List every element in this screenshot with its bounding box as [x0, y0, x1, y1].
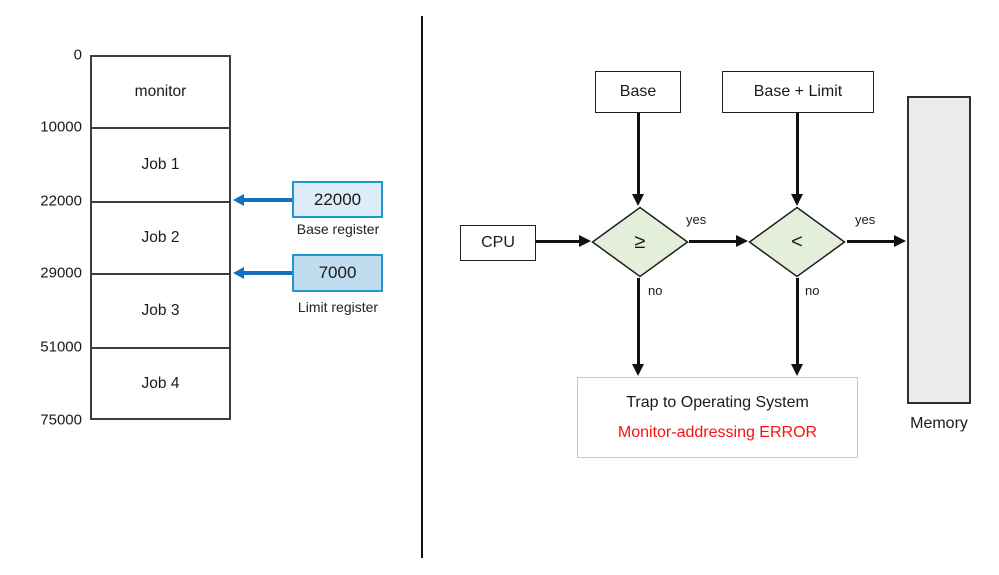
arrow-lt-to-memory	[847, 240, 895, 243]
base-plus-limit-box: Base + Limit	[722, 71, 874, 113]
arrow-cpu-to-ge-head-icon	[579, 235, 591, 247]
address-22000: 22000	[40, 192, 82, 210]
arrow-base-to-ge	[636, 113, 640, 195]
arrow-lt-to-memory-head-icon	[894, 235, 906, 247]
no-label-2: no	[805, 283, 820, 298]
memory-map: monitor Job 1 Job 2 Job 3 Job 4	[90, 55, 231, 420]
base-register-label: Base register	[296, 221, 380, 237]
memory-label: Memory	[910, 415, 968, 432]
base-register-box: 22000	[292, 181, 383, 218]
address-0: 0	[73, 46, 82, 64]
limit-register-arrowhead-icon	[233, 267, 244, 279]
arrow-ge-to-lt	[689, 240, 736, 243]
trap-error-message: Monitor-addressing ERROR	[617, 423, 818, 441]
arrow-lt-to-trap-head-icon	[790, 364, 803, 376]
decision-ge-diamond: ≥	[591, 206, 689, 278]
decision-ge-symbol: ≥	[634, 230, 646, 253]
arrow-ge-to-trap	[637, 278, 640, 365]
section-divider	[421, 16, 423, 558]
base-value-box: Base	[595, 71, 681, 113]
limit-register-arrow	[243, 271, 292, 275]
memory-segment-job3: Job 3	[92, 273, 229, 347]
base-register-arrow	[243, 198, 292, 202]
address-75000: 75000	[40, 411, 82, 429]
address-10000: 10000	[40, 118, 82, 136]
trap-box: Trap to Operating System Monitor-address…	[577, 377, 858, 458]
trap-message: Trap to Operating System	[626, 393, 809, 411]
arrow-ge-to-trap-head-icon	[632, 364, 644, 376]
arrow-cpu-to-ge	[536, 240, 579, 243]
memory-segment-job1: Job 1	[92, 127, 229, 201]
arrow-lt-to-trap	[795, 278, 799, 365]
address-51000: 51000	[40, 338, 82, 356]
arrow-base-to-ge-head-icon	[631, 194, 644, 206]
memory-segment-monitor: monitor	[134, 83, 187, 100]
cpu-box: CPU	[460, 225, 536, 261]
no-label-1: no	[648, 283, 663, 298]
arrow-baselimit-to-lt	[795, 113, 799, 195]
base-register-arrowhead-icon	[233, 194, 244, 206]
decision-lt-symbol: <	[791, 230, 803, 253]
yes-label-2: yes	[855, 212, 876, 227]
arrow-ge-to-lt-head-icon	[736, 235, 748, 247]
memory-block	[907, 96, 971, 404]
limit-register-label: Limit register	[297, 299, 379, 315]
yes-label-1: yes	[686, 212, 707, 227]
address-29000: 29000	[40, 264, 82, 282]
diamond-shape-icon	[748, 206, 846, 278]
memory-segment-job2: Job 2	[92, 201, 229, 273]
memory-segment-job4: Job 4	[92, 347, 229, 418]
diamond-shape-icon	[591, 206, 689, 278]
decision-lt-diamond: <	[748, 206, 846, 278]
arrow-baselimit-to-lt-head-icon	[790, 194, 803, 206]
limit-register-box: 7000	[292, 254, 383, 292]
